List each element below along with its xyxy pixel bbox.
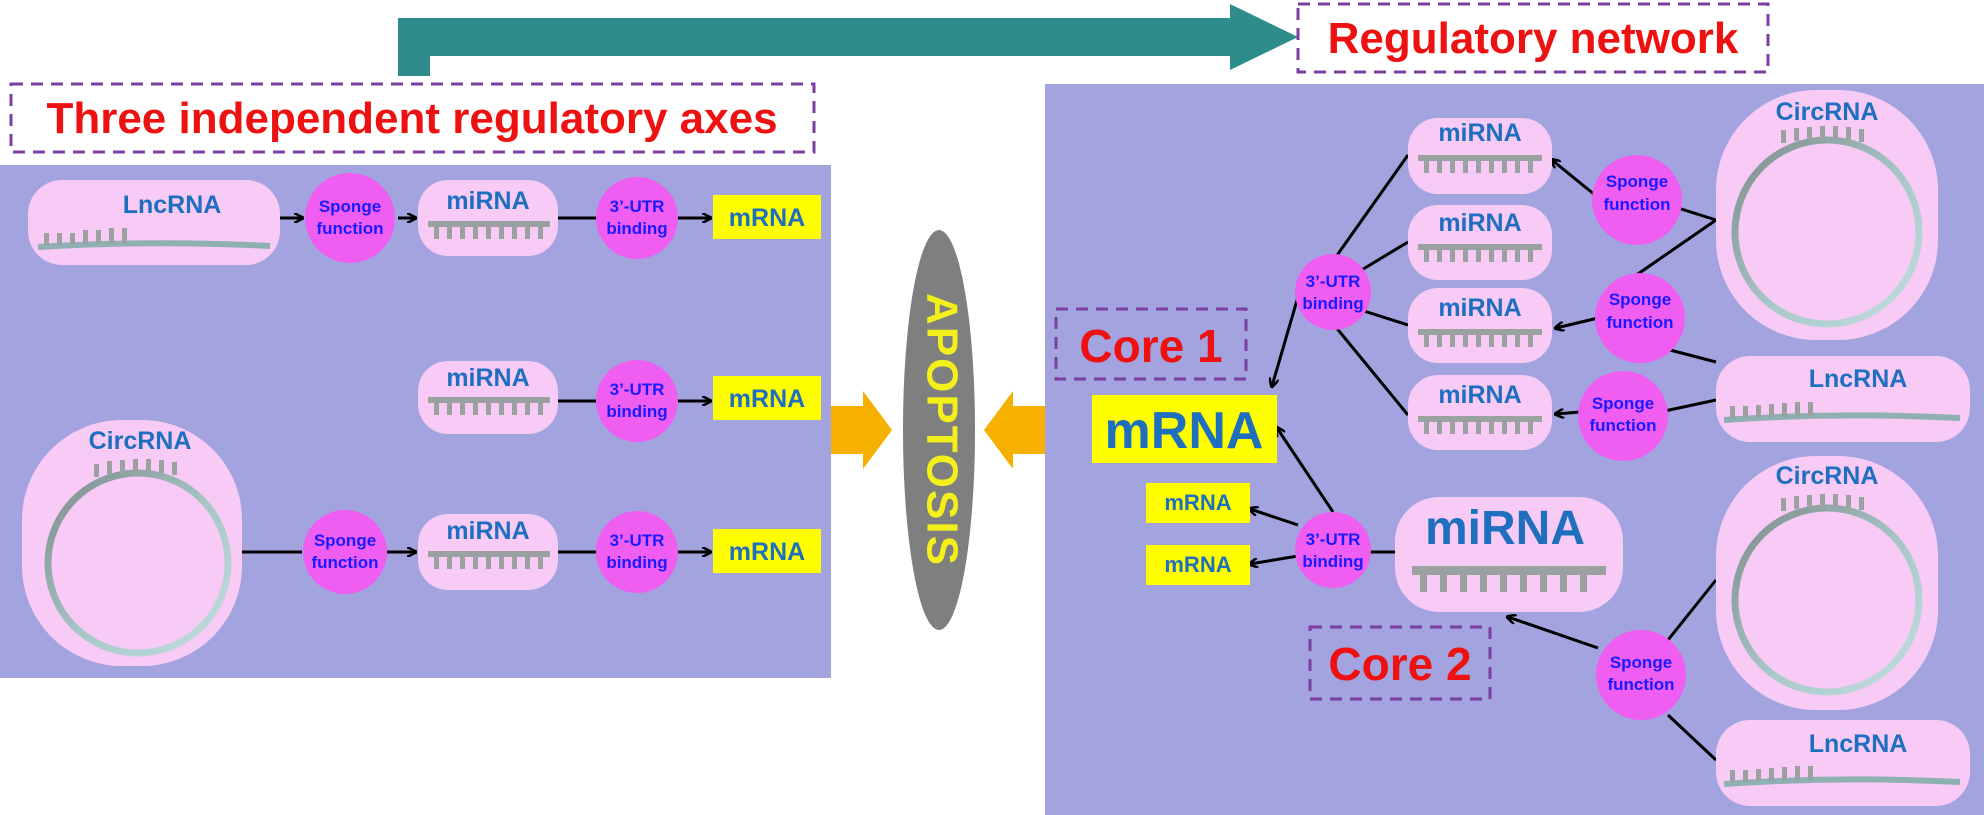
- mirna-pill: [418, 180, 558, 256]
- mirna-label: miRNA: [446, 364, 529, 392]
- sponge-label: Sponge: [314, 531, 376, 550]
- core2-title: Core 2: [1328, 638, 1471, 690]
- right-mirna-3: miRNA: [1408, 288, 1552, 363]
- mirna-label: miRNA: [446, 187, 529, 215]
- small-mrna-2: mRNA: [1146, 545, 1250, 585]
- apoptosis-label: APOPTOSIS: [917, 293, 966, 567]
- sponge-right-1: Sponge function: [1592, 155, 1682, 245]
- mrna-box: [713, 529, 821, 573]
- mrna-label: mRNA: [1164, 552, 1231, 577]
- mirna-label: miRNA: [446, 517, 529, 545]
- core2-mirna-pill: miRNA: [1395, 497, 1623, 612]
- utr-label: 3’-UTR: [610, 197, 665, 216]
- mrna-label: mRNA: [729, 385, 805, 413]
- sponge-label: function: [1589, 416, 1656, 435]
- circrna-bottom-right: CircRNA: [1716, 456, 1938, 710]
- sponge-label: Sponge: [319, 197, 381, 216]
- right-title: Regulatory network: [1328, 14, 1739, 63]
- circrna-teeth: [94, 459, 177, 477]
- sponge-label: Sponge: [1592, 394, 1654, 413]
- mirna-label: miRNA: [1438, 119, 1521, 147]
- core1-mrna-box: [1092, 395, 1277, 463]
- small-mrna-1: mRNA: [1146, 483, 1250, 523]
- utr-node: [596, 360, 678, 442]
- mirna-label: miRNA: [1438, 294, 1521, 322]
- sponge-label: Sponge: [1606, 172, 1668, 191]
- utr-hub-top: 3’-UTR binding: [1295, 254, 1371, 330]
- mrna-box: [713, 195, 821, 239]
- sponge-right-3: Sponge function: [1578, 371, 1668, 461]
- right-title-box: Regulatory network: [1296, 2, 1770, 74]
- sponge-label: function: [1603, 195, 1670, 214]
- utr-label: binding: [606, 219, 667, 238]
- core2-mirna-label: miRNA: [1425, 502, 1585, 555]
- axis-lncrna-row: LncRNA Sponge function miRNA 3’-UTR bind…: [28, 173, 821, 265]
- utr-hub-core2: 3’-UTR binding: [1295, 512, 1371, 588]
- utr-label: 3’-UTR: [610, 531, 665, 550]
- core2-group: Core 2: [1308, 625, 1492, 701]
- right-mirna-2: miRNA: [1408, 205, 1552, 280]
- sponge-label: function: [1607, 675, 1674, 694]
- utr-label: 3’-UTR: [1306, 272, 1361, 291]
- utr-label: 3’-UTR: [1306, 530, 1361, 549]
- mirna-label: miRNA: [1438, 381, 1521, 409]
- axis-mirna-row: miRNA 3’-UTR binding mRNA: [418, 360, 821, 442]
- circrna-top-right: CircRNA: [1716, 90, 1938, 340]
- sponge-label: function: [316, 219, 383, 238]
- orange-arrow-left: [831, 391, 892, 469]
- utr-label: binding: [606, 402, 667, 421]
- utr-label: binding: [606, 553, 667, 572]
- orange-arrow-right: [984, 391, 1045, 469]
- mirna-strand: [428, 397, 550, 415]
- circrna-label: CircRNA: [1776, 462, 1879, 490]
- lncrna-label: LncRNA: [123, 191, 222, 219]
- apoptosis-center: APOPTOSIS: [831, 230, 1045, 630]
- utr-label: binding: [1302, 294, 1363, 313]
- core1-mrna-label: mRNA: [1105, 402, 1264, 460]
- core1-title: Core 1: [1079, 320, 1222, 372]
- mrna-label: mRNA: [729, 538, 805, 566]
- circrna-pill: [22, 420, 242, 666]
- core1-group: Core 1 mRNA: [1054, 307, 1277, 463]
- sponge-right-4: Sponge function: [1596, 630, 1686, 720]
- sponge-label: Sponge: [1609, 290, 1671, 309]
- lncrna-bottom-right: LncRNA: [1716, 720, 1970, 806]
- network-links: [1250, 154, 1718, 762]
- mirna-label: miRNA: [1438, 209, 1521, 237]
- lncrna-label: LncRNA: [1809, 730, 1908, 758]
- sponge-label: function: [1606, 313, 1673, 332]
- utr-node: [596, 177, 678, 259]
- apoptosis-oval: [903, 230, 975, 630]
- sponge-node: [305, 173, 395, 263]
- utr-label: binding: [1302, 552, 1363, 571]
- utr-label: 3’-UTR: [610, 380, 665, 399]
- mrna-label: mRNA: [1164, 490, 1231, 515]
- mrna-label: mRNA: [729, 204, 805, 232]
- left-title: Three independent regulatory axes: [46, 94, 777, 143]
- circrna-label: CircRNA: [89, 427, 192, 455]
- teal-flow-arrow: [398, 4, 1298, 76]
- axis-circrna-row: CircRNA Sponge function miRNA 3’-UTR bin…: [22, 420, 821, 666]
- lncrna-label: LncRNA: [1809, 365, 1908, 393]
- sponge-label: Sponge: [1610, 653, 1672, 672]
- utr-node: [596, 511, 678, 593]
- lncrna-strand: [37, 228, 271, 250]
- right-mirna-4: miRNA: [1408, 375, 1552, 450]
- sponge-node: [303, 510, 387, 594]
- mrna-box: [713, 376, 821, 420]
- circrna-label: CircRNA: [1776, 98, 1879, 126]
- left-title-box: Three independent regulatory axes: [9, 82, 816, 154]
- circrna-ring: [44, 469, 232, 657]
- mirna-strand: [428, 551, 550, 569]
- lncrna-mid-right: LncRNA: [1716, 356, 1970, 442]
- sponge-right-2: Sponge function: [1595, 273, 1685, 363]
- right-mirna-1: miRNA: [1408, 118, 1552, 194]
- sponge-label: function: [311, 553, 378, 572]
- mirna-strand: [428, 221, 550, 239]
